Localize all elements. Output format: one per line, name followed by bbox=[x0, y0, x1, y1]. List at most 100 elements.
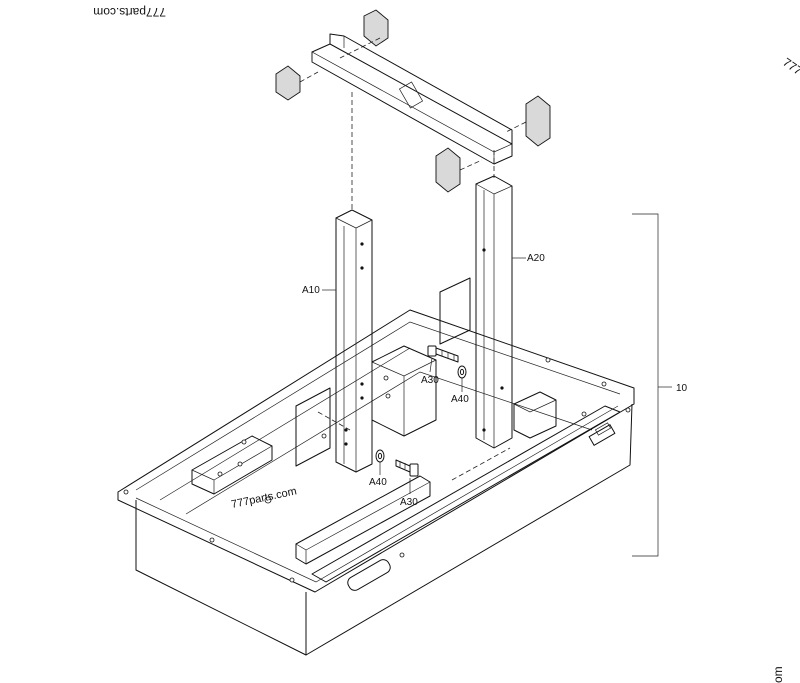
column-a20-top bbox=[493, 185, 513, 195]
callout-a20-text: A20 bbox=[527, 253, 545, 264]
callout-a10: A10 bbox=[302, 285, 336, 296]
callout-a40-lower-text: A40 bbox=[369, 477, 387, 488]
bolt-a30-lower-head bbox=[409, 463, 419, 477]
tray-inner-rim-back bbox=[135, 321, 621, 491]
rim-hole bbox=[123, 489, 129, 495]
front-vent-inner bbox=[594, 422, 612, 436]
callout-a30-upper-text: A30 bbox=[421, 375, 439, 386]
right-small-block bbox=[513, 391, 557, 439]
column-a10-hole bbox=[344, 428, 348, 432]
watermark-center: 777parts.com bbox=[230, 485, 298, 511]
left-bracket bbox=[191, 435, 273, 495]
rim-hole bbox=[209, 537, 215, 543]
column-a20-hole bbox=[482, 248, 486, 252]
bolt-a30-lower bbox=[395, 459, 419, 477]
washer-a40-upper-inner bbox=[459, 368, 465, 376]
callout-a30-upper-leader bbox=[429, 357, 433, 373]
watermark-bottom-right-text: om bbox=[771, 666, 785, 683]
callout-a10-text: A10 bbox=[302, 285, 320, 296]
bracket-hole bbox=[241, 439, 247, 445]
bolt-a30-upper bbox=[427, 345, 459, 363]
assembly-bracket-line bbox=[632, 213, 659, 557]
beam-center-block bbox=[398, 81, 424, 109]
rim-hole bbox=[264, 496, 272, 504]
front-handle-slot bbox=[347, 559, 391, 591]
assembly-bracket-text: 10 bbox=[676, 383, 688, 394]
callout-a20: A20 bbox=[512, 253, 545, 264]
washer-a40-upper bbox=[457, 365, 467, 379]
hidden-line-2 bbox=[317, 411, 351, 431]
washer-a40-upper-outer bbox=[457, 365, 467, 379]
tray-floor-line-2 bbox=[185, 371, 593, 515]
watermark-top-left-text: 777parts.com bbox=[93, 5, 166, 19]
tray-inner-rim-front bbox=[135, 405, 619, 583]
rim-hole bbox=[399, 552, 405, 558]
beam-back-flange bbox=[329, 33, 513, 144]
center-lower-plate bbox=[295, 475, 431, 565]
column-a10-hole bbox=[360, 266, 364, 270]
pad-top-rear bbox=[363, 9, 389, 47]
column-a20-hole bbox=[482, 428, 486, 432]
callout-a30-lower: A30 bbox=[400, 478, 418, 508]
interior-block-left bbox=[295, 387, 331, 467]
rear-bracket bbox=[439, 277, 471, 345]
pad-right bbox=[525, 95, 551, 147]
front-rail bbox=[311, 405, 621, 583]
rim-hole bbox=[601, 381, 607, 387]
interior-block-center-top bbox=[371, 359, 437, 377]
washer-a40-lower-outer bbox=[375, 449, 385, 463]
bracket-hole bbox=[237, 461, 243, 467]
hidden-line-1 bbox=[451, 447, 511, 481]
tray-left-wall bbox=[135, 500, 307, 656]
bolt-a30-upper-head bbox=[427, 345, 437, 357]
block-hole bbox=[385, 393, 391, 399]
right-small-block-top bbox=[513, 399, 557, 413]
column-a10-hole bbox=[344, 442, 348, 446]
tray-top-rim bbox=[117, 309, 635, 593]
column-a20-edge bbox=[475, 183, 495, 448]
watermark-top-right-text: 777 bbox=[780, 55, 800, 78]
block-hole bbox=[383, 375, 389, 381]
callout-a30-lower-text: A30 bbox=[400, 497, 418, 508]
left-bracket-top bbox=[213, 445, 273, 481]
watermark-top-left: 777parts.com bbox=[93, 5, 166, 19]
pad-left bbox=[275, 65, 301, 101]
column-a10-body bbox=[335, 209, 373, 473]
column-a10-hole bbox=[360, 396, 364, 400]
column-a10-hole bbox=[360, 382, 364, 386]
front-vent-slot bbox=[588, 424, 616, 446]
block-hole bbox=[321, 433, 327, 439]
rim-hole bbox=[581, 411, 587, 417]
column-a10-top bbox=[355, 219, 373, 229]
pad-align-left bbox=[299, 71, 319, 83]
rim-hole bbox=[625, 407, 631, 413]
column-a10 bbox=[335, 209, 373, 473]
pad-front bbox=[435, 147, 461, 193]
column-a20 bbox=[475, 175, 513, 449]
callout-a40-lower: A40 bbox=[369, 462, 387, 488]
column-a10-hole bbox=[360, 242, 364, 246]
column-a20-body bbox=[475, 175, 513, 449]
watermark-top-right: 777 bbox=[780, 55, 800, 78]
column-a20-hole bbox=[500, 386, 504, 390]
bolt-a30-lower-shank bbox=[395, 459, 411, 473]
beam-end-edge bbox=[493, 143, 513, 153]
beam-body bbox=[311, 43, 513, 165]
washer-a40-lower bbox=[375, 449, 385, 463]
center-lower-plate-top bbox=[305, 481, 431, 551]
watermark-center-text: 777parts.com bbox=[230, 485, 298, 511]
pad-align-right bbox=[505, 121, 527, 133]
rim-hole bbox=[289, 577, 295, 583]
base-tray bbox=[117, 277, 635, 656]
rim-hole bbox=[545, 357, 551, 363]
bolt-a30-upper-shank bbox=[435, 347, 459, 363]
pad-align-front bbox=[459, 159, 483, 171]
watermark-bottom-right: om bbox=[771, 666, 785, 683]
callout-a40-upper: A40 bbox=[451, 378, 469, 405]
callout-a30-upper: A30 bbox=[421, 357, 439, 386]
assembly-bracket: 10 bbox=[632, 213, 688, 557]
top-cross-beam bbox=[275, 9, 551, 193]
bracket-hole bbox=[217, 471, 223, 477]
